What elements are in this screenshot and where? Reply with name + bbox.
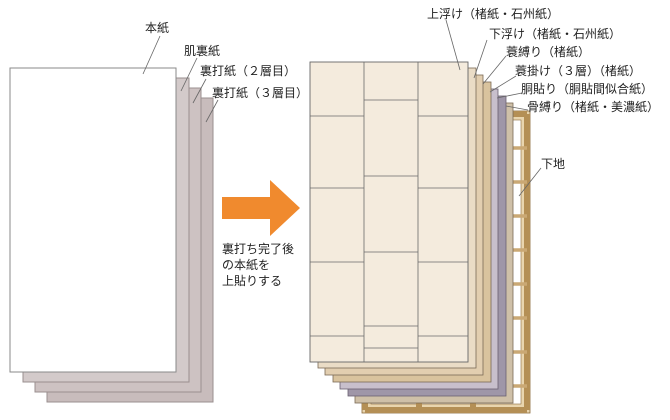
- arrow-caption: 裏打ち完了後 の本紙を 上貼りする: [222, 241, 294, 289]
- leader-third: [205, 99, 219, 123]
- leader-minoshibari: [482, 55, 507, 85]
- arrow-caption-line-3: 上貼りする: [222, 274, 283, 288]
- arrow-caption-line-1: 裏打ち完了後: [222, 242, 295, 256]
- label-uwauki: 上浮け（楮紙・石州紙）: [427, 7, 560, 21]
- leader-dobari: [496, 92, 523, 99]
- label-minokake: 蓑掛け（３層）（楮紙）: [515, 64, 642, 78]
- leader-honeshibari: [505, 105, 529, 111]
- leader-shitaji: [518, 167, 542, 197]
- top-sheet: [309, 61, 469, 363]
- leader-main: [142, 35, 161, 75]
- label-dobari: 胴貼り（胴貼間似合紙）: [521, 82, 654, 96]
- label-shitauki: 下浮け（楮紙・石州紙）: [489, 27, 622, 41]
- label-shitaji: 下地: [541, 157, 566, 171]
- left-main-sheet: [9, 67, 177, 373]
- label-minoshibari: 蓑縛り（楮紙）: [506, 45, 591, 59]
- label-third-layer: 裏打紙（３層目）: [212, 86, 309, 100]
- leader-minokake: [489, 75, 517, 93]
- label-main-sheet: 本紙: [145, 21, 170, 35]
- arrow-caption-line-2: の本紙を: [222, 258, 271, 272]
- leader-uwauki: [445, 19, 461, 71]
- label-second-layer: 裏打紙（２層目）: [200, 64, 297, 78]
- leader-backing: [180, 57, 198, 92]
- label-honeshibari: 骨縛り（楮紙・美濃紙）: [527, 100, 660, 114]
- label-backing-sheet: 肌裏紙: [184, 44, 221, 58]
- leader-second: [192, 78, 207, 104]
- leader-shitauki: [473, 39, 488, 79]
- arrow-icon: [222, 180, 300, 236]
